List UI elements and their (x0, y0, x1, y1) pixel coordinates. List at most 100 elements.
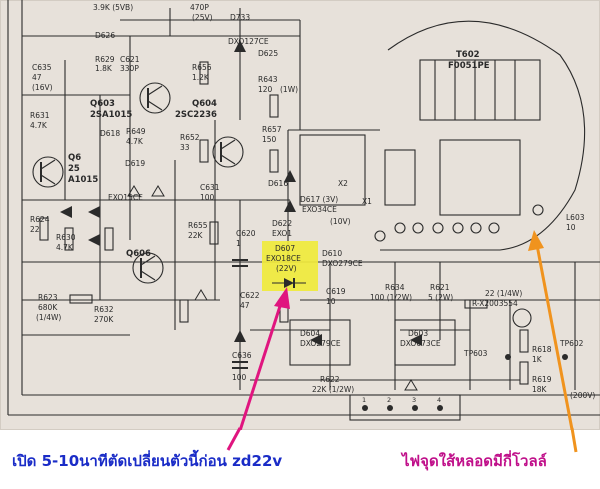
caption-left: เปิด 5-10นาทีตัดเปลี่ยนตัวนี้ก่อน zd22v (12, 452, 283, 470)
schematic-labels: 3.9K (5VB) 470P D733 DXO127CE (25V) D626… (30, 3, 595, 404)
label-r643: R643 (258, 75, 278, 84)
label-c621: C621 (120, 55, 140, 64)
label-conn-1: 1 (362, 396, 366, 404)
label-r649: R649 (126, 127, 146, 136)
label-q604: Q604 (192, 99, 217, 109)
label-d625: D625 (258, 49, 278, 58)
circuit-wiring (7, 0, 600, 421)
label-r655: R655 (188, 221, 208, 230)
label-r631-val: 4.7K (30, 121, 48, 130)
label-r624-val: 22 (30, 225, 40, 234)
label-r623-val: 680K (38, 303, 58, 312)
label-c621-val: 330P (120, 64, 139, 73)
label-bot-part: R-X2003554 (472, 299, 518, 308)
label-r655-val: 22K (188, 231, 204, 240)
label-x1: X1 (362, 197, 372, 206)
label-l603-val: 10 (566, 223, 576, 232)
label-r632-val: 270K (94, 315, 114, 324)
label-r619: R619 (532, 375, 552, 384)
label-d622: D622 (272, 219, 292, 228)
label-c631-val: 100 (200, 193, 215, 202)
label-c636-val: 100 (232, 373, 247, 382)
label-t602-part: F0051PE (448, 61, 490, 71)
label-tp603: TP603 (463, 349, 488, 358)
label-r622-val: 22K (1/2W) (312, 385, 354, 394)
label-10v: (10V) (330, 217, 351, 226)
label-d626: D626 (95, 31, 115, 40)
label-470p: 470P (190, 3, 209, 12)
label-d604: D604 (300, 329, 320, 338)
label-r657: R657 (262, 125, 282, 134)
label-c635-val: 47 (32, 73, 42, 82)
label-d622-part: EXO1 (272, 229, 292, 238)
arrow-to-heater (528, 230, 574, 430)
label-bot-val: 22 (1/4W) (485, 289, 522, 298)
label-d619: D619 (125, 159, 145, 168)
label-r621-val: 5 (2W) (428, 293, 453, 302)
label-r618: R618 (532, 345, 552, 354)
label-t602: T602 (456, 50, 480, 60)
label-c620: C620 (236, 229, 256, 238)
label-r643-val: 120 (258, 85, 273, 94)
label-d603-part: DXO073CE (400, 339, 441, 348)
label-16v: (16V) (32, 83, 53, 92)
label-r618-val: 1K (532, 355, 543, 364)
label-q603-part: 2SA1015 (90, 110, 132, 120)
label-q604-part: 2SC2236 (175, 110, 217, 120)
label-c620-val: 1 (236, 239, 241, 248)
label-x2: X2 (338, 179, 348, 188)
label-200v: (200V) (570, 391, 595, 400)
label-volt-39k: 3.9K (5VB) (93, 3, 133, 12)
label-r632: R632 (94, 305, 114, 314)
transistor-q604 (212, 136, 244, 168)
label-d607: D607 (275, 244, 295, 253)
label-d617-part: EXO34CE (302, 205, 337, 214)
label-r629: R629 (95, 55, 115, 64)
component-symbols (39, 40, 568, 391)
label-c622-val: 47 (240, 301, 250, 310)
label-1w: (1W) (280, 85, 298, 94)
transformer-t602 (299, 20, 586, 251)
schematic-diagram: 3.9K (5VB) 470P D733 DXO127CE (25V) D626… (0, 0, 600, 430)
label-r631: R631 (30, 111, 50, 120)
label-r630: R630 (56, 233, 76, 242)
label-d618: D618 (100, 129, 120, 138)
label-r656: R656 (192, 63, 212, 72)
label-d604-part: DXO279CE (300, 339, 341, 348)
label-q605-part: A1015 (68, 175, 98, 185)
label-1-4w: (1/4W) (36, 313, 61, 322)
transistor-q606 (132, 252, 164, 284)
label-r629-val: 1.8K (95, 64, 113, 73)
label-d607-part: EXO18CE (266, 254, 301, 263)
label-c631: C631 (200, 183, 220, 192)
diode-d607-symbol (272, 278, 306, 288)
label-q605: Q6 (68, 153, 81, 163)
label-c635: C635 (32, 63, 52, 72)
label-r630-val: 4.7K (56, 243, 74, 252)
label-c619: C619 (326, 287, 346, 296)
label-conn-3: 3 (412, 396, 416, 404)
label-d607-volt: (22V) (276, 264, 297, 273)
label-d603: D603 (408, 329, 428, 338)
label-25v: (25V) (192, 13, 213, 22)
label-q606: Q606 (126, 249, 151, 259)
label-r622: R622 (320, 375, 340, 384)
transistor-q605 (32, 156, 64, 188)
label-r621: R621 (430, 283, 450, 292)
label-r634-val: 100 (1/2W) (370, 293, 412, 302)
label-d733-part: DXO127CE (228, 37, 269, 46)
label-r649-val: 4.7K (126, 137, 144, 146)
label-r652: R652 (180, 133, 200, 142)
caption-right: ไฟจุดใส้หลอดมีกี่โวลล์ (402, 452, 547, 470)
label-d617: D617 (3V) (300, 195, 338, 204)
label-conn-4: 4 (437, 396, 441, 404)
label-r623: R623 (38, 293, 58, 302)
label-d610: D610 (322, 249, 342, 258)
label-tp602: TP602 (559, 339, 584, 348)
label-d619-part: EXO15CE (108, 193, 143, 202)
label-conn-2: 2 (387, 396, 391, 404)
label-q603: Q603 (90, 99, 115, 109)
label-r652-val: 33 (180, 143, 190, 152)
label-r619-val: 18K (532, 385, 548, 394)
